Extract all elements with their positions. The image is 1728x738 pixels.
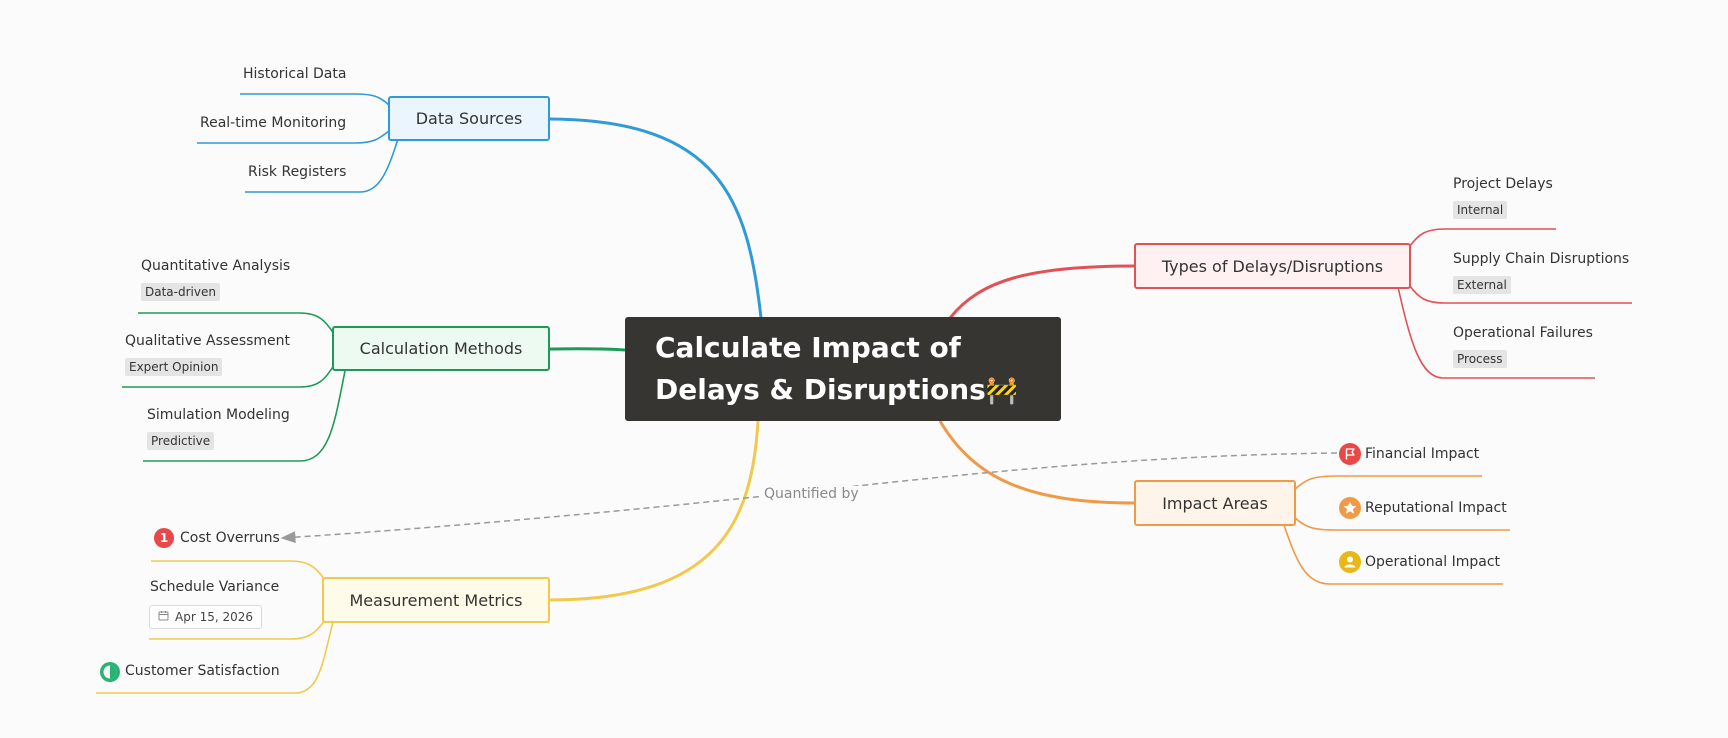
link-historical-data — [240, 93, 391, 107]
date-chip-label: Apr 15, 2026 — [175, 610, 254, 624]
flag-icon — [1339, 443, 1361, 465]
relationship-label[interactable]: Quantified by — [762, 486, 861, 502]
calendar-icon — [158, 610, 169, 624]
leaf-supply-chain-disruptions[interactable]: Supply Chain Disruptions — [1453, 251, 1630, 267]
topic-measurement-metrics-label: Measurement Metrics — [349, 590, 523, 610]
link-cost-overruns — [151, 560, 326, 581]
topic-types-of-delays[interactable]: Types of Delays/Disruptions — [1134, 243, 1411, 289]
link-schedule-variance — [149, 619, 326, 640]
leaf-simulation-modeling[interactable]: Simulation Modeling — [147, 407, 290, 423]
central-topic[interactable]: Calculate Impact of Delays & Disruptions… — [625, 317, 1061, 421]
link-customer-satisfaction — [96, 621, 334, 694]
construction-barrier-icon: 🚧 — [985, 375, 1019, 406]
tag-expert-opinion: Expert Opinion — [125, 358, 223, 376]
leaf-qualitative-assessment[interactable]: Qualitative Assessment — [125, 333, 291, 349]
leaf-historical-data[interactable]: Historical Data — [243, 66, 347, 82]
link-qualitative — [122, 364, 335, 388]
link-reputational-impact — [1293, 516, 1510, 531]
star-icon — [1339, 497, 1361, 519]
connector-types — [948, 264, 1136, 319]
tag-external: External — [1453, 276, 1511, 294]
link-project-delays — [1409, 228, 1556, 247]
leaf-project-delays[interactable]: Project Delays — [1453, 176, 1553, 192]
topic-impact-areas[interactable]: Impact Areas — [1134, 480, 1296, 526]
topic-data-sources[interactable]: Data Sources — [388, 96, 550, 141]
leaf-operational-impact[interactable]: Operational Impact — [1365, 554, 1501, 570]
topic-data-sources-label: Data Sources — [415, 109, 523, 128]
topic-measurement-metrics[interactable]: Measurement Metrics — [322, 577, 550, 623]
half-circle-progress-icon — [99, 661, 121, 683]
connector-impact-areas — [938, 420, 1136, 505]
central-topic-line1: Calculate Impact of — [655, 330, 961, 364]
central-topic-line2: Delays & Disruptions — [655, 372, 986, 406]
topic-types-of-delays-label: Types of Delays/Disruptions — [1161, 256, 1384, 276]
leaf-schedule-variance[interactable]: Schedule Variance — [150, 579, 280, 595]
connector-data-sources — [549, 117, 763, 319]
link-financial-impact — [1293, 475, 1482, 491]
link-simulation — [143, 370, 346, 462]
leaf-quantitative-analysis[interactable]: Quantitative Analysis — [141, 258, 291, 274]
tag-predictive: Predictive — [147, 432, 215, 450]
leaf-risk-registers[interactable]: Risk Registers — [248, 164, 347, 180]
topic-calculation-methods[interactable]: Calculation Methods — [332, 326, 550, 371]
person-icon — [1339, 551, 1361, 573]
date-chip[interactable]: Apr 15, 2026 — [149, 605, 263, 629]
leaf-financial-impact[interactable]: Financial Impact — [1365, 446, 1480, 462]
priority-badge-icon: 1 — [154, 528, 174, 548]
topic-calculation-methods-label: Calculation Methods — [359, 339, 523, 358]
tag-data-driven: Data-driven — [141, 283, 220, 301]
leaf-customer-satisfaction[interactable]: Customer Satisfaction — [125, 663, 280, 679]
link-quantitative — [138, 312, 335, 335]
connector-calculation-methods — [549, 347, 626, 352]
link-supply-chain — [1409, 285, 1632, 304]
topic-impact-areas-label: Impact Areas — [1162, 493, 1268, 513]
leaf-realtime-monitoring[interactable]: Real-time Monitoring — [200, 115, 347, 131]
leaf-reputational-impact[interactable]: Reputational Impact — [1365, 500, 1507, 516]
link-operational-failures — [1397, 286, 1595, 379]
leaf-operational-failures[interactable]: Operational Failures — [1453, 325, 1593, 341]
link-operational-impact — [1283, 524, 1503, 585]
leaf-cost-overruns[interactable]: Cost Overruns — [180, 530, 280, 546]
link-realtime-monitoring — [197, 129, 391, 144]
link-risk-registers — [245, 138, 399, 193]
tag-process: Process — [1453, 350, 1507, 368]
tag-internal: Internal — [1453, 201, 1508, 219]
connector-measurement-metrics — [549, 420, 760, 602]
